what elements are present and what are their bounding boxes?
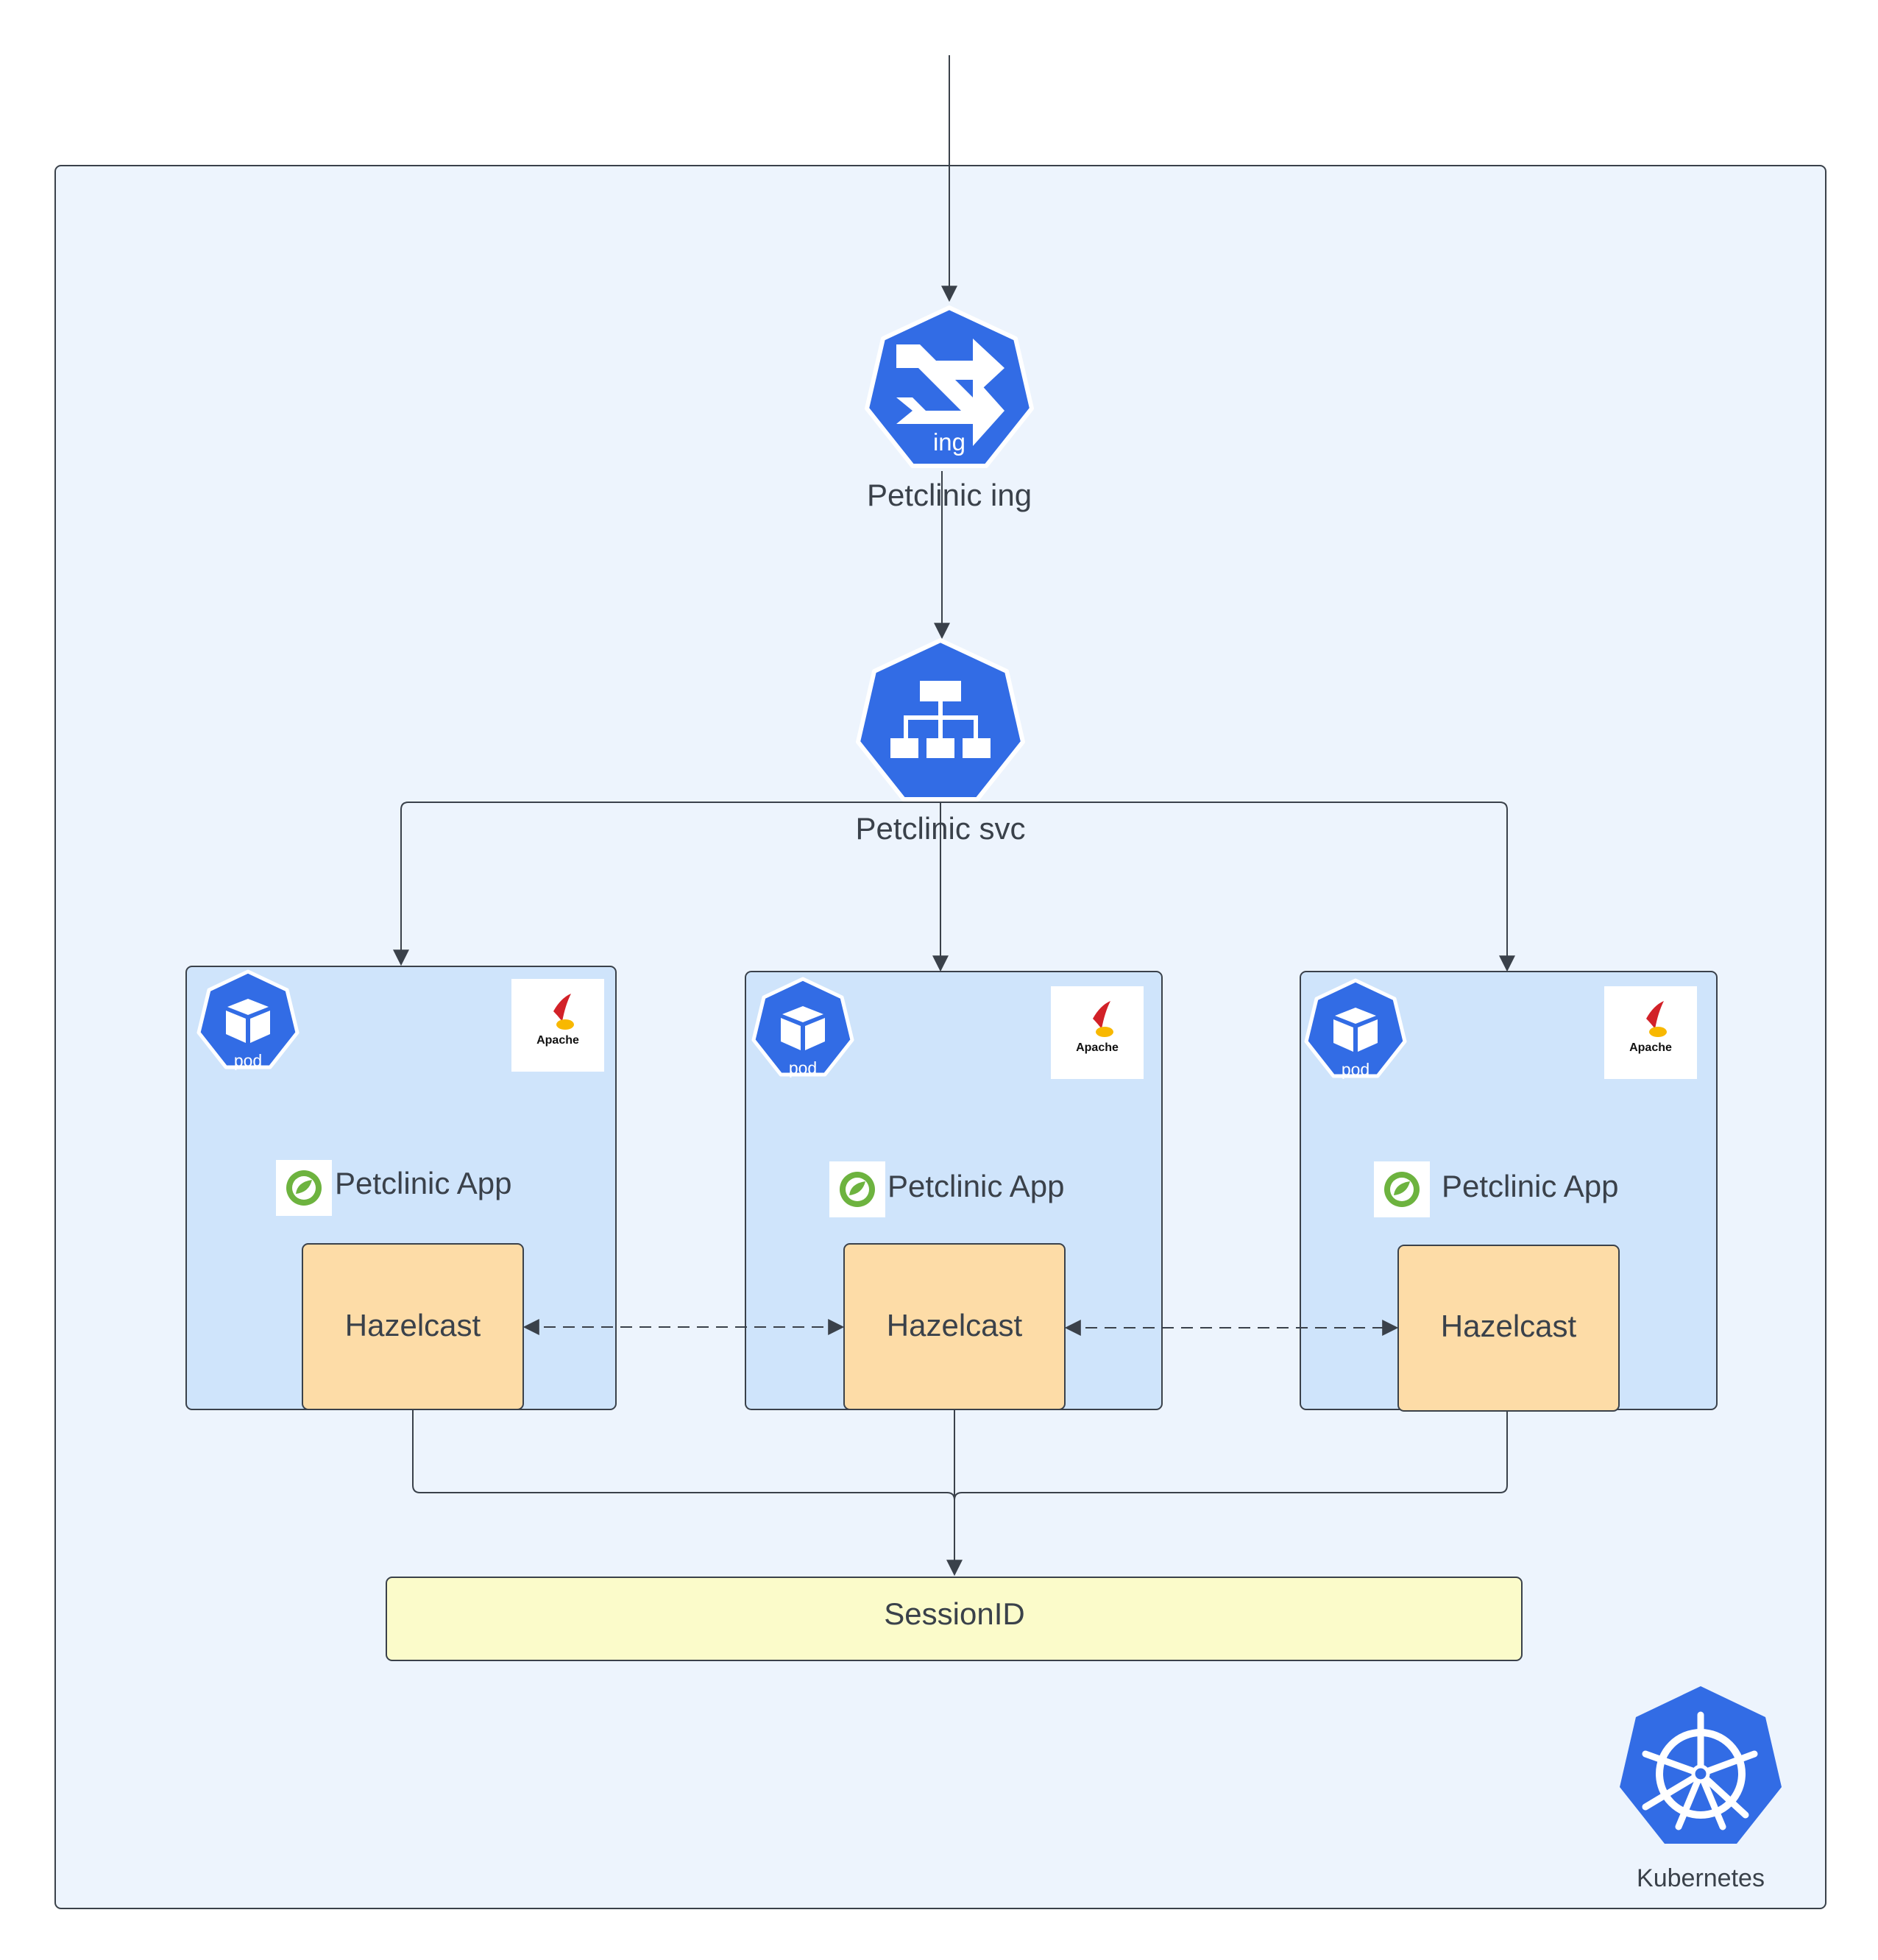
spring-leaf-icon (829, 1161, 885, 1217)
kubernetes-label: Kubernetes (1637, 1864, 1765, 1892)
spring-leaf-icon (1374, 1161, 1430, 1217)
ingress-badge: ing (933, 428, 965, 456)
apache-tomcat-logo: Apache (1604, 986, 1697, 1079)
apache-logo-text: Apache (1629, 1041, 1672, 1054)
spring-leaf-icon (276, 1160, 332, 1216)
pod-badge: pod (1342, 1060, 1369, 1079)
ingress-label: Petclinic ing (867, 478, 1032, 512)
pod-cube-icon: pod (1304, 978, 1407, 1079)
hazelcast-label: Hazelcast (345, 1308, 481, 1342)
service-label: Petclinic svc (855, 811, 1025, 846)
ingress-shuffle-icon: ing (865, 305, 1034, 468)
service-to-pod-1-arrow (393, 802, 940, 966)
app-label: Petclinic App (887, 1169, 1064, 1203)
app-label: Petclinic App (1442, 1169, 1618, 1203)
app-label: Petclinic App (335, 1166, 511, 1200)
pod-badge: pod (789, 1058, 817, 1078)
pod-cube-icon: pod (751, 977, 854, 1078)
apache-logo-text: Apache (536, 1034, 579, 1047)
apache-logo-text: Apache (1076, 1041, 1119, 1054)
session-id-label: SessionID (884, 1596, 1024, 1631)
hazelcast-1-to-session (412, 1409, 947, 1493)
pod-2: pod Apache Petclinic App Hazelcast (745, 971, 1163, 1410)
apache-tomcat-logo: Apache (511, 979, 604, 1072)
pod-3: pod Apache Petclinic App Hazelcast (1300, 971, 1718, 1412)
hazelcast-label: Hazelcast (887, 1308, 1023, 1342)
service-to-pod-3-arrow (940, 802, 1515, 972)
service-hierarchy-icon (856, 638, 1025, 802)
hazelcast-label: Hazelcast (1441, 1309, 1577, 1343)
pod-badge: pod (234, 1051, 262, 1070)
session-id-box (386, 1577, 1523, 1661)
kubernetes-helm-icon (1620, 1686, 1782, 1844)
hazelcast-3-to-session (962, 1411, 1508, 1493)
pod-cube-icon: pod (196, 969, 300, 1070)
pod-1: pod Apache Petclinic App Hazelcast (185, 966, 617, 1410)
apache-tomcat-logo: Apache (1051, 986, 1144, 1079)
